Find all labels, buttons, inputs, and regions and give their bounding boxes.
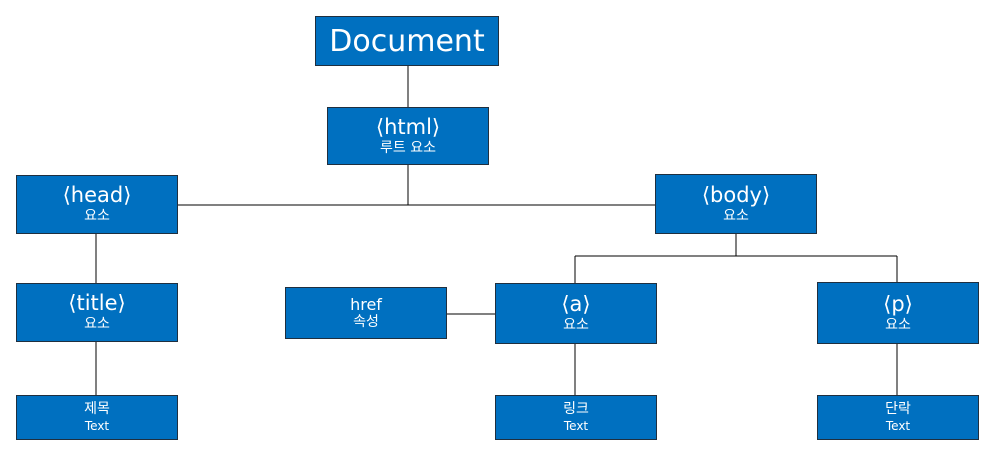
node-sublabel: 요소 <box>885 316 911 333</box>
node-label: 링크 <box>563 400 589 417</box>
node-label: ⟨a⟩ <box>561 292 591 317</box>
body-node: ⟨body⟩ 요소 <box>655 174 817 234</box>
node-sublabel: 속성 <box>353 314 379 331</box>
node-sublabel: Text <box>563 419 589 434</box>
p-text-node: 단락 Text <box>817 395 979 440</box>
node-label: ⟨body⟩ <box>701 182 771 207</box>
html-node: ⟨html⟩ 루트 요소 <box>327 107 489 165</box>
node-label: href <box>350 294 382 314</box>
p-node: ⟨p⟩ 요소 <box>817 282 979 344</box>
node-sublabel: 루트 요소 <box>380 139 436 156</box>
node-sublabel: 요소 <box>563 317 589 334</box>
title-node: ⟨title⟩ 요소 <box>16 283 178 342</box>
head-node: ⟨head⟩ 요소 <box>16 175 178 234</box>
node-label: ⟨head⟩ <box>62 183 132 208</box>
node-label: ⟨html⟩ <box>375 114 441 139</box>
title-text-node: 제목 Text <box>16 395 178 440</box>
node-sublabel: 요소 <box>723 207 749 224</box>
node-label: 단락 <box>885 400 911 417</box>
href-attribute-node: href 속성 <box>285 287 447 339</box>
document-node: Document <box>315 16 499 66</box>
node-label: ⟨title⟩ <box>68 291 126 316</box>
node-sublabel: Text <box>885 419 911 434</box>
node-sublabel: 요소 <box>84 316 110 333</box>
node-label: 제목 <box>84 400 110 417</box>
node-sublabel: Text <box>84 419 110 434</box>
a-text-node: 링크 Text <box>495 395 657 440</box>
a-node: ⟨a⟩ 요소 <box>495 283 657 344</box>
node-sublabel: 요소 <box>84 208 110 225</box>
node-label: Document <box>329 23 485 59</box>
node-label: ⟨p⟩ <box>883 291 913 316</box>
